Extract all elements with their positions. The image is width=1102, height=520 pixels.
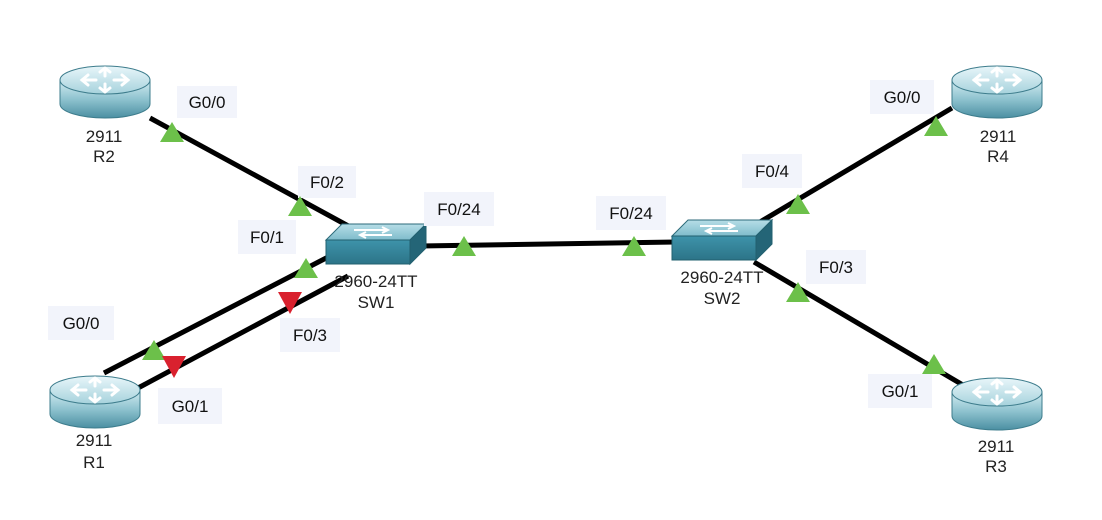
links (102, 105, 970, 391)
link-r1-sw1-a[interactable] (102, 253, 332, 376)
router-icon (951, 377, 1043, 431)
port-label-text: G0/1 (882, 382, 919, 401)
link-sw2-r4[interactable] (758, 105, 954, 225)
router-r1[interactable] (49, 375, 141, 429)
port-label-sw2-f03: F0/3 (806, 250, 866, 284)
port-label-text: G0/0 (189, 93, 226, 112)
port-label-text: G0/1 (172, 397, 209, 416)
status-down-icon (162, 356, 186, 378)
port-label-text: F0/4 (755, 162, 789, 181)
status-up-icon (922, 354, 946, 374)
link-r2-sw1[interactable] (148, 115, 354, 231)
port-labels: G0/0 F0/2 G0/0 F0/1 G0/1 F0/3 F0/24 F0/ (48, 80, 934, 424)
status-up-icon (142, 340, 166, 360)
status-up-icon (288, 196, 312, 216)
port-label-text: G0/0 (884, 88, 921, 107)
device-model-r1: 2911 (76, 431, 113, 450)
status-up-icon (786, 282, 810, 302)
router-r2[interactable] (59, 65, 151, 119)
router-r4[interactable] (951, 65, 1043, 119)
router-icon (59, 65, 151, 119)
port-label-text: F0/24 (437, 200, 480, 219)
status-up-icon (452, 236, 476, 256)
port-label-sw1-f02: F0/2 (298, 166, 356, 198)
status-down-icon (278, 292, 302, 314)
device-model-r2: 2911 (86, 127, 123, 146)
device-labels: 2911 R2 2911 R1 2911 R4 2911 R3 2960-24T… (76, 127, 1017, 476)
port-label-r1-g00: G0/0 (48, 306, 114, 340)
switch-sw2[interactable] (670, 218, 774, 262)
router-r3[interactable] (951, 377, 1043, 431)
device-model-sw2: 2960-24TT (680, 268, 763, 287)
status-up-icon (786, 194, 810, 214)
device-model-sw1: 2960-24TT (334, 272, 417, 291)
switch-icon (670, 218, 774, 262)
device-name-r1: R1 (83, 453, 105, 472)
port-label-r2-g00: G0/0 (177, 86, 237, 118)
device-name-sw1: SW1 (358, 293, 395, 312)
port-label-text: F0/3 (293, 326, 327, 345)
router-icon (49, 375, 141, 429)
port-label-sw2-f024: F0/24 (596, 196, 666, 230)
port-label-text: G0/0 (63, 314, 100, 333)
port-label-r3-g01: G0/1 (868, 374, 932, 408)
status-up-icon (160, 122, 184, 142)
switch-sw1[interactable] (324, 222, 428, 266)
port-label-r4-g00: G0/0 (870, 80, 934, 114)
status-up-icon (294, 258, 318, 278)
port-status-indicators (142, 116, 948, 378)
port-label-text: F0/24 (609, 204, 652, 223)
router-icon (951, 65, 1043, 119)
device-model-r4: 2911 (980, 127, 1017, 146)
switch-icon (324, 222, 428, 266)
port-label-text: F0/3 (819, 258, 853, 277)
device-model-r3: 2911 (978, 437, 1015, 456)
port-label-r1-g01: G0/1 (158, 388, 222, 424)
device-name-r3: R3 (985, 457, 1007, 476)
device-name-r2: R2 (93, 147, 115, 166)
port-label-sw1-f024: F0/24 (424, 192, 494, 226)
port-label-sw2-f04: F0/4 (742, 154, 802, 188)
status-up-icon (622, 236, 646, 256)
device-name-r4: R4 (987, 147, 1009, 166)
port-label-text: F0/1 (250, 228, 284, 247)
status-up-icon (924, 116, 948, 136)
port-label-text: F0/2 (310, 173, 344, 192)
device-name-sw2: SW2 (704, 289, 741, 308)
port-label-sw1-f01: F0/1 (238, 220, 296, 254)
port-label-sw1-f03: F0/3 (280, 318, 340, 352)
